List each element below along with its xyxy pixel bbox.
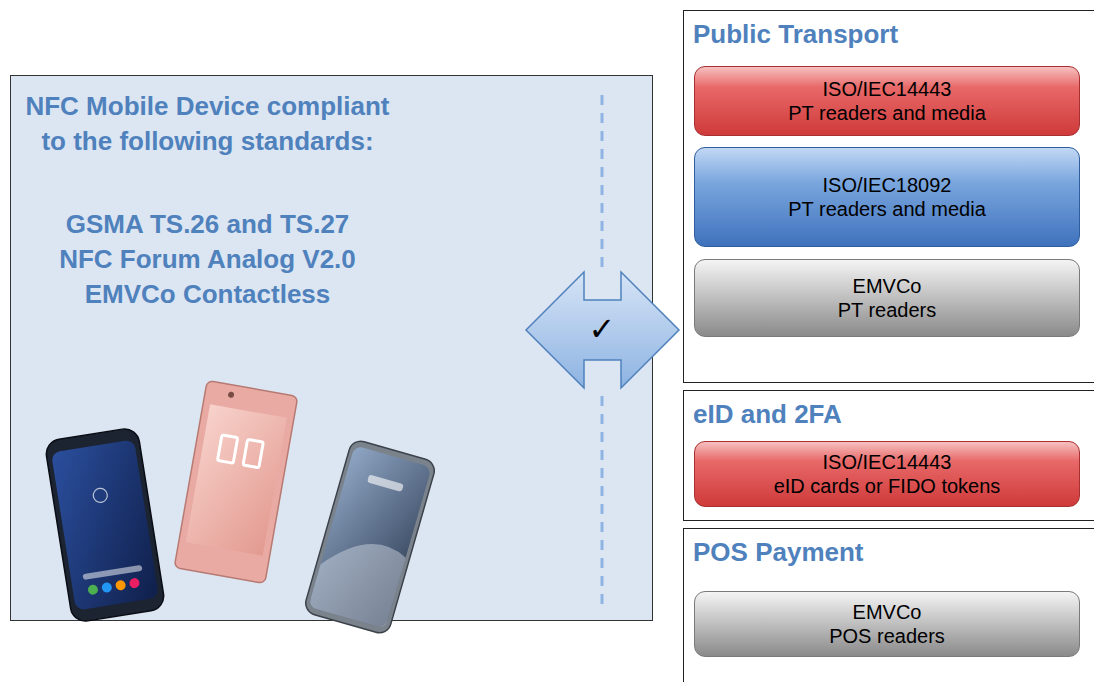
standard-box: EMVCoPOS readers	[694, 591, 1080, 657]
phone-pink	[174, 380, 298, 583]
standard-name: ISO/IEC14443	[823, 77, 952, 101]
standard-box: ISO/IEC14443PT readers and media	[694, 66, 1080, 136]
standard-name: ISO/IEC18092	[823, 173, 952, 197]
check-mark: ✓	[580, 309, 624, 349]
category-panel: POS PaymentEMVCoPOS readers	[683, 528, 1094, 682]
dashed-divider	[601, 396, 604, 605]
category-panel: eID and 2FA ISO/IEC14443eID cards or FIDO…	[683, 390, 1094, 521]
standard-line: EMVCo Contactless	[10, 277, 405, 312]
standard-box: ISO/IEC18092PT readers and media	[694, 147, 1080, 247]
standard-name: ISO/IEC14443	[823, 450, 952, 474]
standard-box: ISO/IEC14443eID cards or FIDO tokens	[694, 441, 1080, 507]
standard-scope: PT readers and media	[788, 101, 986, 125]
category-panel: Public TransportISO/IEC14443PT readers a…	[683, 10, 1094, 383]
standard-box: EMVCoPT readers	[694, 259, 1080, 337]
dashed-divider	[601, 95, 604, 268]
phone-dark	[44, 427, 166, 623]
standard-line: GSMA TS.26 and TS.27	[10, 207, 405, 242]
standard-scope: POS readers	[829, 624, 945, 648]
device-box: NFC Mobile Device compliant to the follo…	[10, 75, 652, 620]
phone-silver	[303, 438, 437, 635]
standard-name: EMVCo	[853, 600, 922, 624]
panel-title: POS Payment	[693, 536, 864, 568]
standard-line: NFC Forum Analog V2.0	[10, 242, 405, 277]
standard-name: EMVCo	[853, 274, 922, 298]
standard-scope: PT readers	[838, 298, 937, 322]
double-arrow	[526, 272, 679, 388]
text-column: NFC Mobile Device compliant to the follo…	[10, 89, 405, 312]
panel-title: Public Transport	[693, 18, 898, 50]
device-heading: NFC Mobile Device compliant to the follo…	[10, 89, 405, 159]
standard-scope: eID cards or FIDO tokens	[774, 474, 1001, 498]
standard-scope: PT readers and media	[788, 197, 986, 221]
panel-title: eID and 2FA	[693, 398, 842, 430]
